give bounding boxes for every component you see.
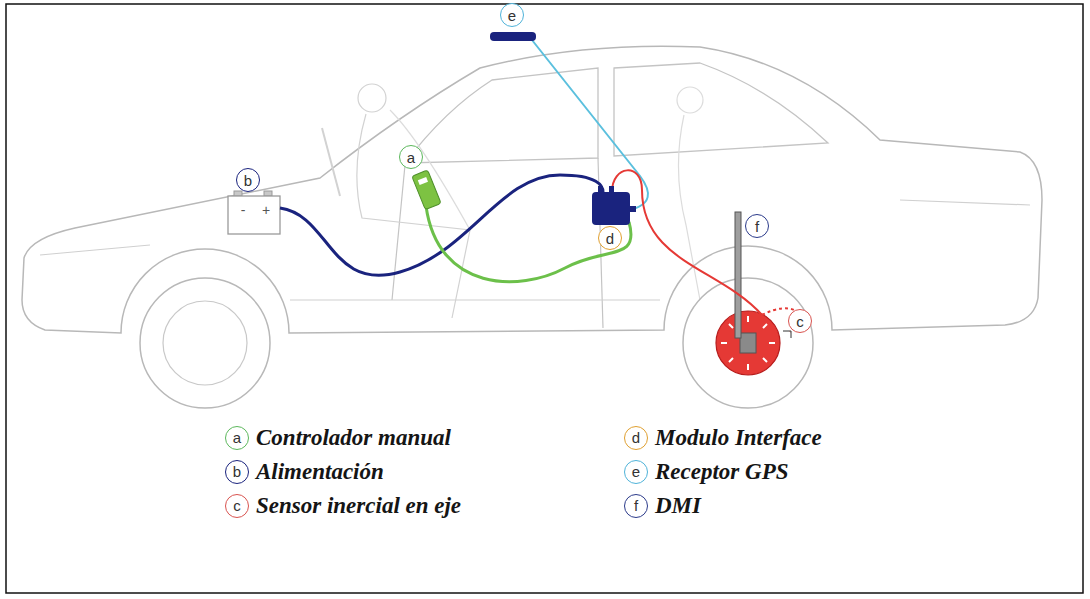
- hand-controller: [412, 170, 441, 210]
- battery-sign: +: [262, 203, 270, 217]
- callout-letter: b: [244, 173, 252, 188]
- seat-back: [390, 110, 470, 230]
- legend-text: Alimentación: [256, 459, 384, 484]
- callout-letter: f: [755, 219, 759, 234]
- callout-circle: e: [500, 3, 524, 27]
- callout-circle: d: [598, 226, 622, 250]
- dmi-rod: [735, 212, 741, 338]
- legend-letter: a: [225, 426, 249, 450]
- callout-letter: e: [508, 8, 516, 23]
- legend-letter: d: [624, 426, 648, 450]
- rear-window: [614, 63, 828, 156]
- callout-circle: b: [236, 168, 260, 192]
- module-connector: [598, 186, 603, 194]
- sensor-bracket: [783, 331, 791, 338]
- trunk-line: [900, 200, 1030, 205]
- sill-line: [290, 299, 660, 300]
- sensor-wire: [612, 170, 762, 315]
- gps-receiver: [490, 32, 536, 41]
- frame: [6, 4, 1083, 593]
- callout-letter: d: [606, 231, 614, 246]
- front-window: [405, 68, 598, 163]
- callout-letter: c: [796, 314, 804, 329]
- callout-circle: c: [788, 309, 812, 333]
- rear-wheel: [683, 278, 813, 408]
- driver-body: [357, 114, 470, 318]
- legend-item: f DMI: [624, 493, 701, 518]
- legend-text: Sensor inercial en eje: [256, 493, 461, 518]
- legend-letter: c: [225, 494, 249, 518]
- callout-circle: a: [399, 145, 423, 169]
- legend-item: c Sensor inercial en eje: [225, 493, 461, 518]
- door-line: [392, 165, 405, 300]
- front-rim: [163, 301, 247, 385]
- module-connector: [628, 206, 636, 212]
- module-connector: [609, 186, 614, 194]
- gps-wire: [532, 40, 648, 210]
- battery-terminal: [264, 191, 272, 196]
- legend-text: DMI: [655, 493, 701, 518]
- legend-text: Modulo Interface: [655, 425, 822, 450]
- legend-letter: f: [624, 494, 648, 518]
- legend-item: b Alimentación: [225, 459, 384, 484]
- driver-head: [358, 84, 386, 112]
- power-wire: [280, 175, 603, 275]
- passenger-head: [677, 87, 703, 113]
- wheel-hub: [740, 333, 756, 353]
- passenger-body: [678, 115, 700, 300]
- controller-screen: [418, 177, 428, 185]
- legend-letter: e: [624, 460, 648, 484]
- callout-letter: a: [407, 150, 415, 165]
- disc-marks: [721, 316, 775, 370]
- bumper-line: [40, 245, 150, 255]
- battery-sign: -: [241, 203, 246, 217]
- battery-terminal: [234, 191, 242, 196]
- legend-item: d Modulo Interface: [624, 425, 822, 450]
- legend-text: Receptor GPS: [655, 459, 789, 484]
- front-wheel: [140, 278, 270, 408]
- legend-letter: b: [225, 460, 249, 484]
- interface-module: [592, 192, 630, 225]
- legend-text: Controlador manual: [256, 425, 451, 450]
- legend-item: e Receptor GPS: [624, 459, 789, 484]
- brake-disc: [716, 311, 780, 375]
- battery: [228, 196, 280, 234]
- callout-circle: f: [745, 214, 769, 238]
- steering-wheel: [322, 128, 340, 196]
- legend-item: a Controlador manual: [225, 425, 451, 450]
